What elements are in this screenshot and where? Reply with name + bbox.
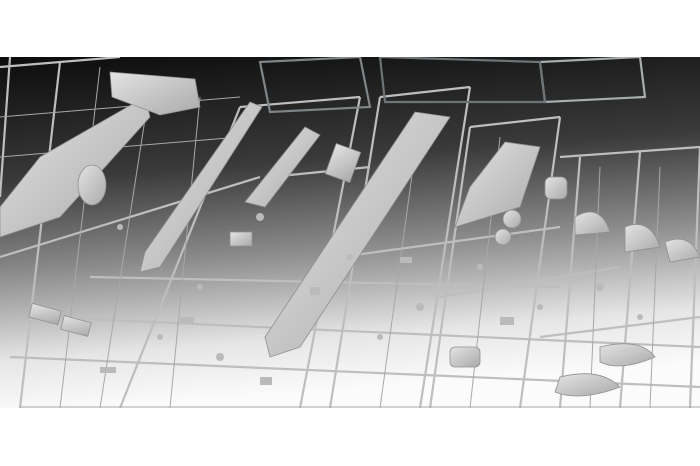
small-part bbox=[229, 231, 253, 247]
cockpit-part bbox=[324, 143, 362, 183]
fuselage-long-1 bbox=[139, 101, 263, 273]
wing-right bbox=[454, 141, 541, 228]
tail-fin-1 bbox=[574, 211, 611, 236]
wheel-1 bbox=[502, 209, 522, 229]
tail-fin-2 bbox=[624, 224, 661, 253]
small-parts-clutter bbox=[100, 213, 643, 385]
spinner bbox=[77, 164, 107, 206]
engine-block-2 bbox=[60, 315, 92, 337]
fuselage-main bbox=[264, 111, 451, 358]
small-part bbox=[449, 346, 481, 368]
drop-tank-1 bbox=[599, 343, 656, 367]
wing-panel bbox=[109, 71, 201, 116]
wheel-2 bbox=[494, 228, 512, 246]
fuselage-long-2 bbox=[244, 126, 321, 208]
tail-fin-3 bbox=[664, 238, 700, 263]
plastic-parts bbox=[0, 71, 700, 397]
canopy-frame bbox=[544, 176, 568, 200]
drop-tank-2 bbox=[554, 373, 621, 397]
model-kit-sprues-photo bbox=[0, 57, 700, 408]
engine-block-1 bbox=[28, 302, 62, 326]
